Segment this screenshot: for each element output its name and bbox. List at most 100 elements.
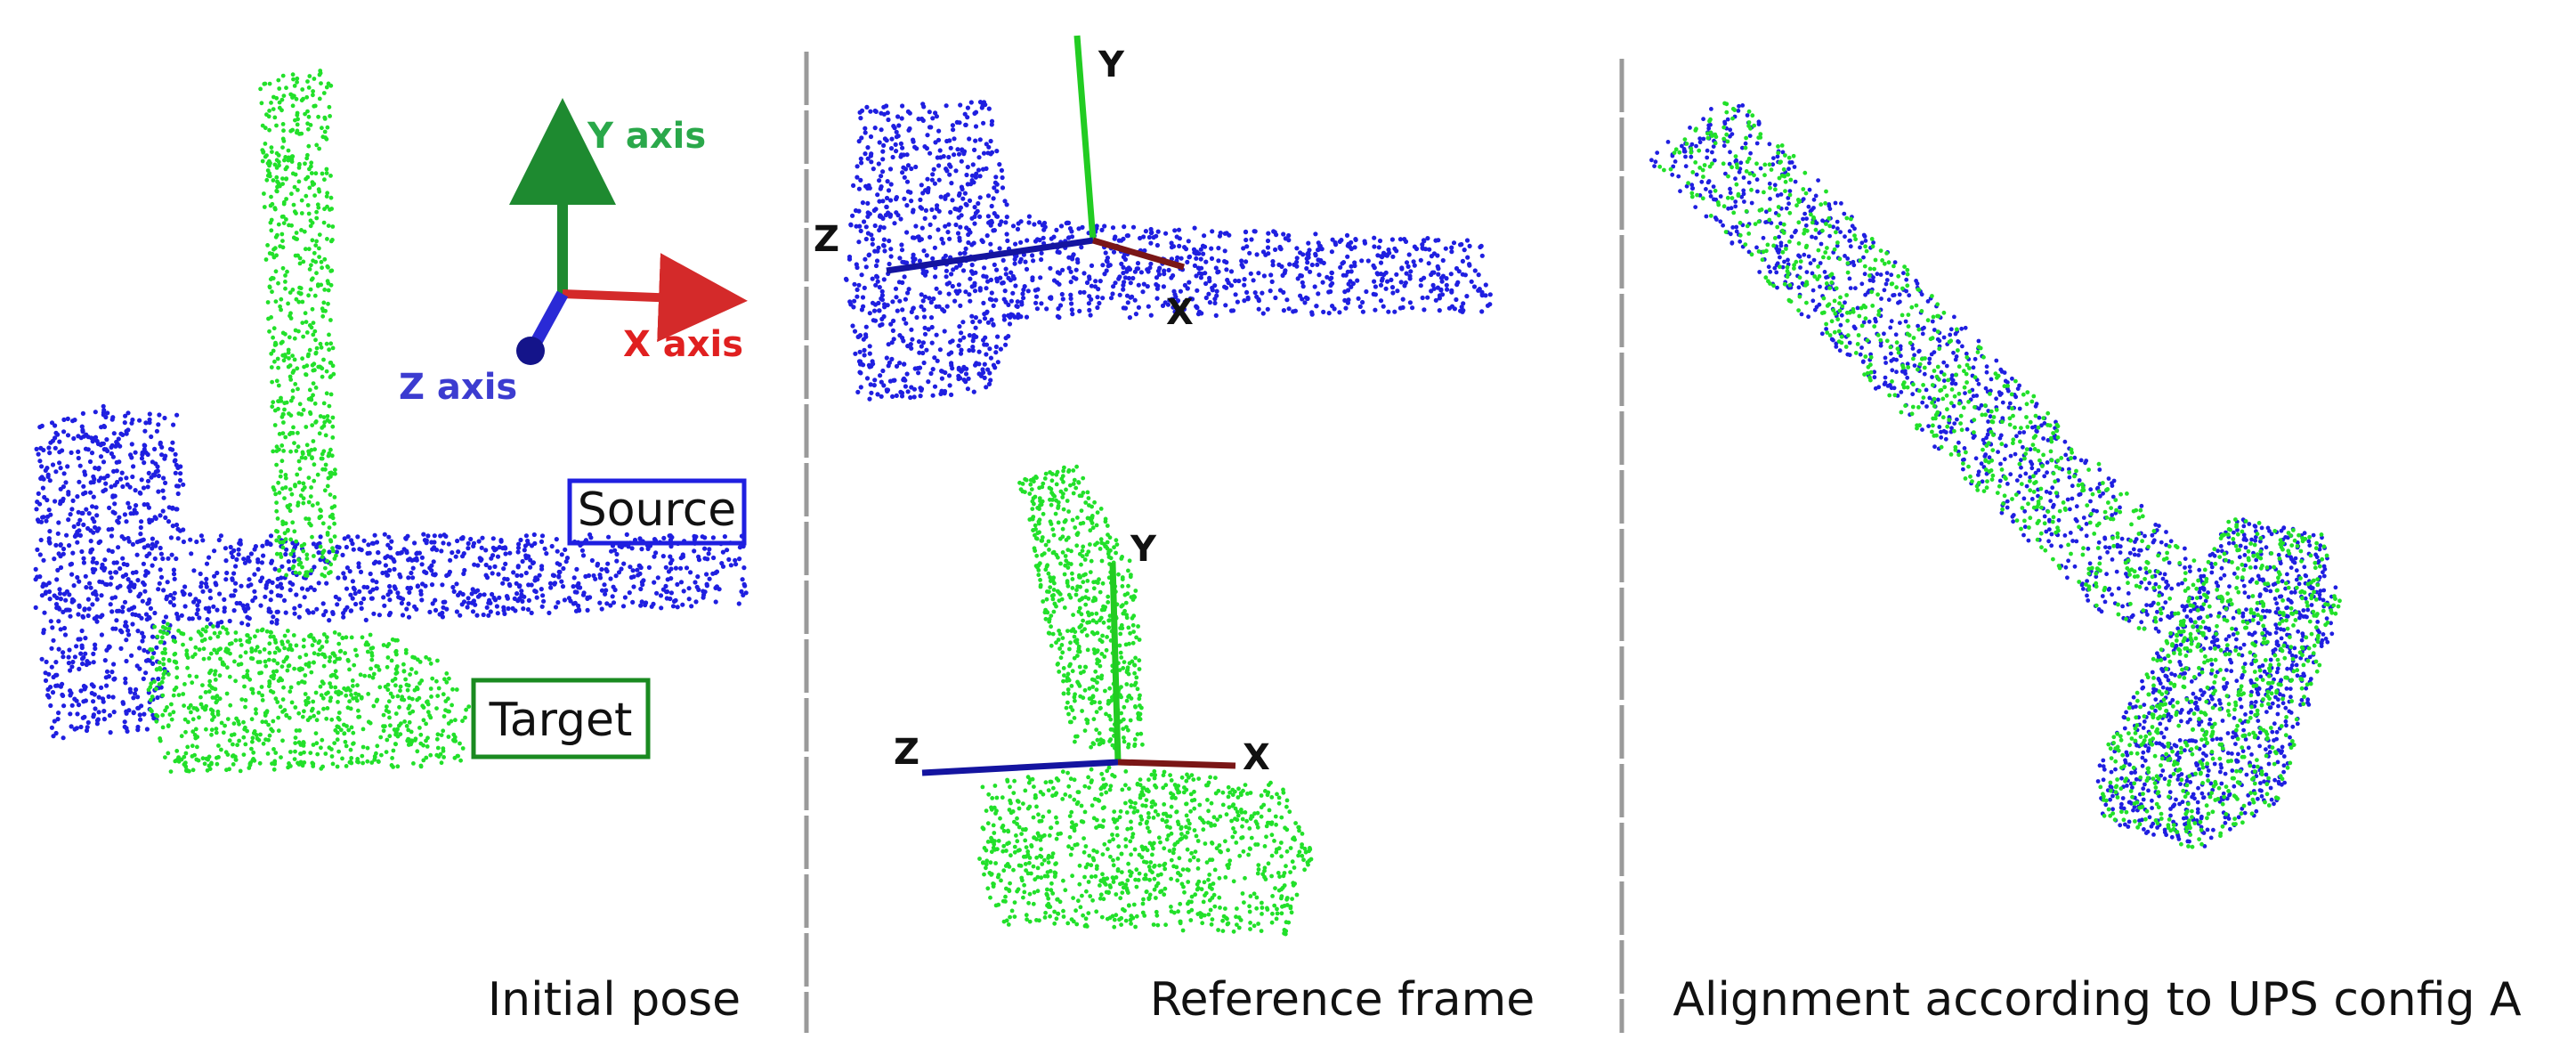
cloud-point (255, 629, 260, 633)
cloud-point (1478, 244, 1483, 250)
cloud-point (943, 253, 948, 258)
cloud-point (66, 654, 71, 660)
cloud-point (305, 587, 311, 592)
cloud-point (215, 761, 220, 767)
cloud-point (997, 246, 1002, 251)
cloud-point (245, 672, 249, 678)
cloud-point (1265, 306, 1270, 312)
cloud-point (178, 471, 183, 476)
cloud-point (502, 576, 507, 581)
cloud-point (458, 741, 462, 746)
cloud-point (500, 581, 506, 586)
cloud-point (357, 547, 362, 552)
cloud-point (908, 190, 913, 195)
cloud-point (1467, 263, 1472, 268)
cloud-point (1243, 259, 1249, 264)
cloud-point (1122, 256, 1128, 262)
cloud-point (44, 659, 49, 665)
cloud-point (306, 500, 312, 505)
cloud-point (522, 594, 527, 599)
cloud-point (300, 564, 304, 570)
cloud-point (1435, 285, 1440, 290)
cloud-point (274, 158, 279, 163)
cloud-point (423, 583, 428, 589)
cloud-point (424, 654, 428, 660)
cloud-point (920, 271, 926, 276)
cloud-point (303, 673, 308, 678)
cloud-point (82, 607, 87, 613)
cloud-point (69, 703, 75, 708)
cloud-point (932, 355, 937, 361)
cloud-point (279, 296, 284, 302)
cloud-point (930, 393, 936, 398)
cloud-point (1051, 609, 1057, 614)
cloud-point (1378, 282, 1384, 288)
cloud-point (335, 737, 340, 743)
cloud-point (190, 717, 196, 722)
cloud-point (904, 371, 910, 377)
cloud-point (61, 546, 67, 552)
cloud-point (486, 613, 491, 618)
cloud-point (879, 293, 886, 298)
cloud-point (1400, 296, 1405, 302)
cloud-point (1053, 511, 1058, 516)
cloud-point (160, 650, 166, 655)
cloud-point (495, 611, 500, 616)
cloud-point (393, 711, 399, 716)
cloud-point (209, 732, 214, 737)
cloud-point (81, 560, 86, 565)
cloud-point (48, 440, 53, 445)
cloud-point (614, 551, 620, 557)
cloud-point (359, 600, 364, 605)
cloud-point (863, 264, 869, 270)
cloud-point (909, 345, 914, 351)
cloud-point (1079, 493, 1084, 499)
cloud-point (295, 366, 300, 371)
cloud-point (929, 340, 935, 345)
cloud-point (286, 148, 291, 153)
cloud-point (977, 319, 983, 324)
cloud-point (174, 522, 180, 528)
cloud-point (531, 532, 537, 538)
cloud-point (296, 253, 300, 258)
cloud-point (1078, 694, 1083, 699)
cloud-point (870, 237, 875, 242)
cloud-point (614, 558, 620, 564)
cloud-point (1097, 300, 1102, 306)
cloud-point (90, 602, 95, 607)
cloud-point (195, 603, 200, 608)
cloud-point (386, 642, 392, 646)
cloud-point (994, 279, 1000, 284)
cloud-point (147, 411, 152, 417)
cloud-point (105, 473, 110, 479)
cloud-point (1244, 289, 1250, 295)
cloud-point (1174, 234, 1179, 240)
cloud-point (134, 570, 139, 575)
cloud-point (60, 692, 65, 698)
cloud-point (320, 265, 324, 271)
cloud-point (713, 599, 718, 605)
cloud-point (420, 703, 425, 709)
cloud-point (173, 451, 178, 457)
cloud-point (153, 516, 158, 522)
cloud-point (99, 685, 104, 691)
cloud-point (1019, 302, 1025, 307)
cloud-point (230, 576, 235, 581)
cloud-point (307, 74, 312, 78)
cloud-point (140, 450, 145, 455)
cloud-point (450, 550, 455, 556)
cloud-point (707, 547, 712, 552)
cloud-point (1281, 289, 1286, 295)
cloud-point (412, 655, 417, 661)
cloud-point (872, 248, 878, 254)
cloud-point (1119, 238, 1124, 243)
cloud-point (283, 273, 288, 278)
cloud-point (185, 665, 190, 670)
cloud-point (415, 749, 420, 754)
cloud-point (898, 154, 903, 159)
cloud-point (700, 534, 705, 540)
cloud-point (62, 632, 69, 638)
cloud-point (1070, 312, 1075, 317)
cloud-point (340, 636, 345, 640)
cloud-point (934, 332, 939, 337)
